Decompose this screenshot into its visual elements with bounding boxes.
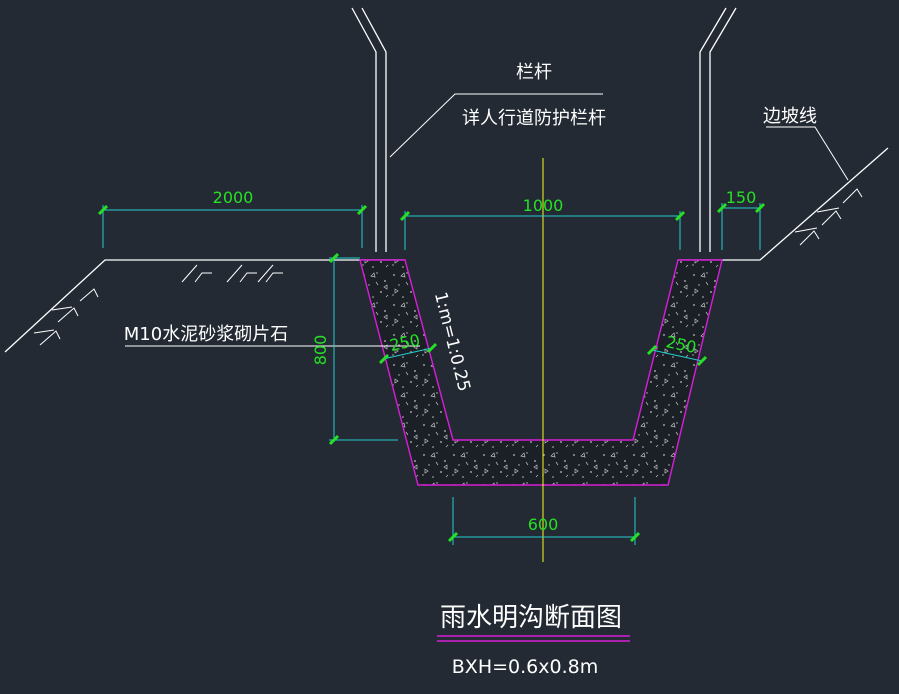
dim-top-width: 1000 xyxy=(523,196,564,215)
label-railing-note: 详人行道防护栏杆 xyxy=(462,108,606,129)
label-material: M10水泥砂浆砌片石 xyxy=(124,324,288,345)
dim-left-berm: 2000 xyxy=(213,188,254,207)
dim-depth: 800 xyxy=(311,335,330,366)
railing-left xyxy=(351,7,387,252)
soil-hatching xyxy=(33,188,863,346)
drawing-subtitle: BXH=0.6x0.8m xyxy=(452,656,598,678)
railing-right xyxy=(699,7,737,252)
title-underline xyxy=(437,635,630,642)
dimension-ticks xyxy=(97,202,766,543)
drawing-title: 雨水明沟断面图 xyxy=(440,603,622,633)
dim-bottom-width: 600 xyxy=(528,515,559,534)
masonry-lining xyxy=(359,259,723,486)
label-slope-line: 边坡线 xyxy=(763,106,817,127)
dimension-lines xyxy=(102,203,761,545)
dim-right-berm: 150 xyxy=(726,188,757,207)
label-railing: 栏杆 xyxy=(516,62,552,83)
leader-lines xyxy=(125,93,849,347)
